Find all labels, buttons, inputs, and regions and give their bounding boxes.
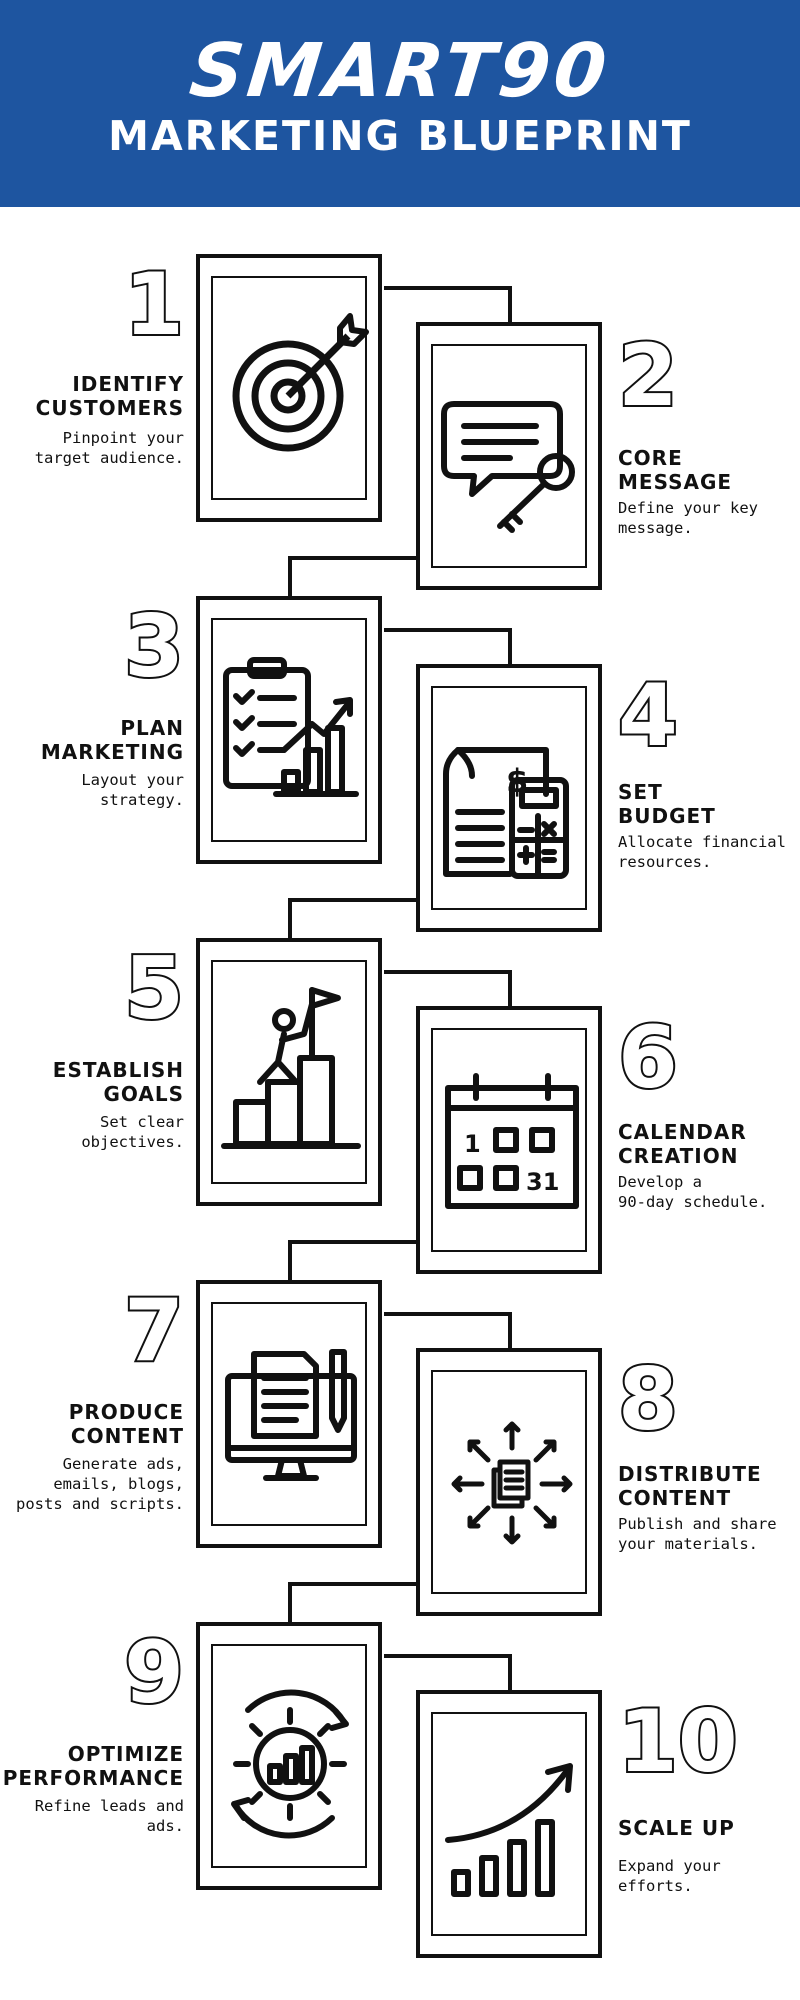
monitor-document-icon xyxy=(225,1349,357,1481)
step-9-desc: Refine leads and ads. xyxy=(34,1797,184,1835)
step-10-desc: Expand your efforts. xyxy=(618,1857,721,1895)
step-6-desc: Develop a 90-day schedule. xyxy=(618,1173,768,1211)
step-5-desc: Set clear objectives. xyxy=(81,1113,184,1151)
svg-text:1: 1 xyxy=(464,1130,481,1158)
step-9-number: 9 xyxy=(122,1623,186,1723)
svg-text:31: 31 xyxy=(526,1168,559,1196)
step-9-title: OPTIMIZE PERFORMANCE xyxy=(2,1742,184,1790)
message-key-icon xyxy=(441,401,575,533)
step-8-frame xyxy=(416,1348,602,1616)
step-7-number: 7 xyxy=(122,1281,186,1381)
distribute-arrows-icon xyxy=(451,1421,573,1545)
step-5-number: 5 xyxy=(122,939,186,1039)
goal-flag-icon xyxy=(221,987,361,1149)
step-10-title: SCALE UP xyxy=(618,1816,735,1840)
step-5-title: ESTABLISH GOALS xyxy=(52,1058,184,1106)
step-2-title: CORE MESSAGE xyxy=(618,446,733,494)
step-2-number: 2 xyxy=(616,326,680,426)
calendar-icon: 1 31 xyxy=(445,1073,579,1209)
step-7-title: PRODUCE CONTENT xyxy=(68,1400,184,1448)
step-9-frame xyxy=(196,1622,382,1890)
target-icon xyxy=(232,313,369,452)
step-1-desc: Pinpoint your target audience. xyxy=(34,429,184,467)
step-3-frame xyxy=(196,596,382,864)
page-subtitle: MARKETING BLUEPRINT xyxy=(108,112,692,160)
step-4-desc: Allocate financial resources. xyxy=(618,833,786,871)
step-8-title: DISTRIBUTE CONTENT xyxy=(618,1462,762,1510)
step-3-desc: Layout your strategy. xyxy=(81,771,184,809)
step-6-number: 6 xyxy=(616,1008,680,1108)
step-6-title: CALENDAR CREATION xyxy=(618,1120,747,1168)
step-4-title: SET BUDGET xyxy=(618,780,716,828)
step-8-desc: Publish and share your materials. xyxy=(618,1515,777,1553)
growth-chart-icon xyxy=(445,1763,573,1897)
step-10-number: 10 xyxy=(616,1692,740,1792)
step-8-number: 8 xyxy=(616,1350,680,1450)
step-4-frame: $ xyxy=(416,664,602,932)
step-1-number: 1 xyxy=(122,255,186,355)
step-1-frame xyxy=(196,254,382,522)
budget-calculator-icon: $ xyxy=(443,747,569,879)
step-10-frame xyxy=(416,1690,602,1958)
step-7-desc: Generate ads, emails, blogs, posts and s… xyxy=(16,1455,184,1513)
step-4-number: 4 xyxy=(616,666,680,766)
step-3-number: 3 xyxy=(122,597,186,697)
step-6-frame: 1 31 xyxy=(416,1006,602,1274)
step-2-desc: Define your key message. xyxy=(618,499,758,537)
step-2-frame xyxy=(416,322,602,590)
gear-chart-icon xyxy=(231,1689,349,1839)
clipboard-chart-icon xyxy=(223,657,359,797)
step-1-title: IDENTIFY CUSTOMERS xyxy=(35,372,184,420)
step-3-title: PLAN MARKETING xyxy=(40,716,184,764)
step-5-frame xyxy=(196,938,382,1206)
step-7-frame xyxy=(196,1280,382,1548)
header-banner: SMART90 MARKETING BLUEPRINT xyxy=(0,0,800,207)
